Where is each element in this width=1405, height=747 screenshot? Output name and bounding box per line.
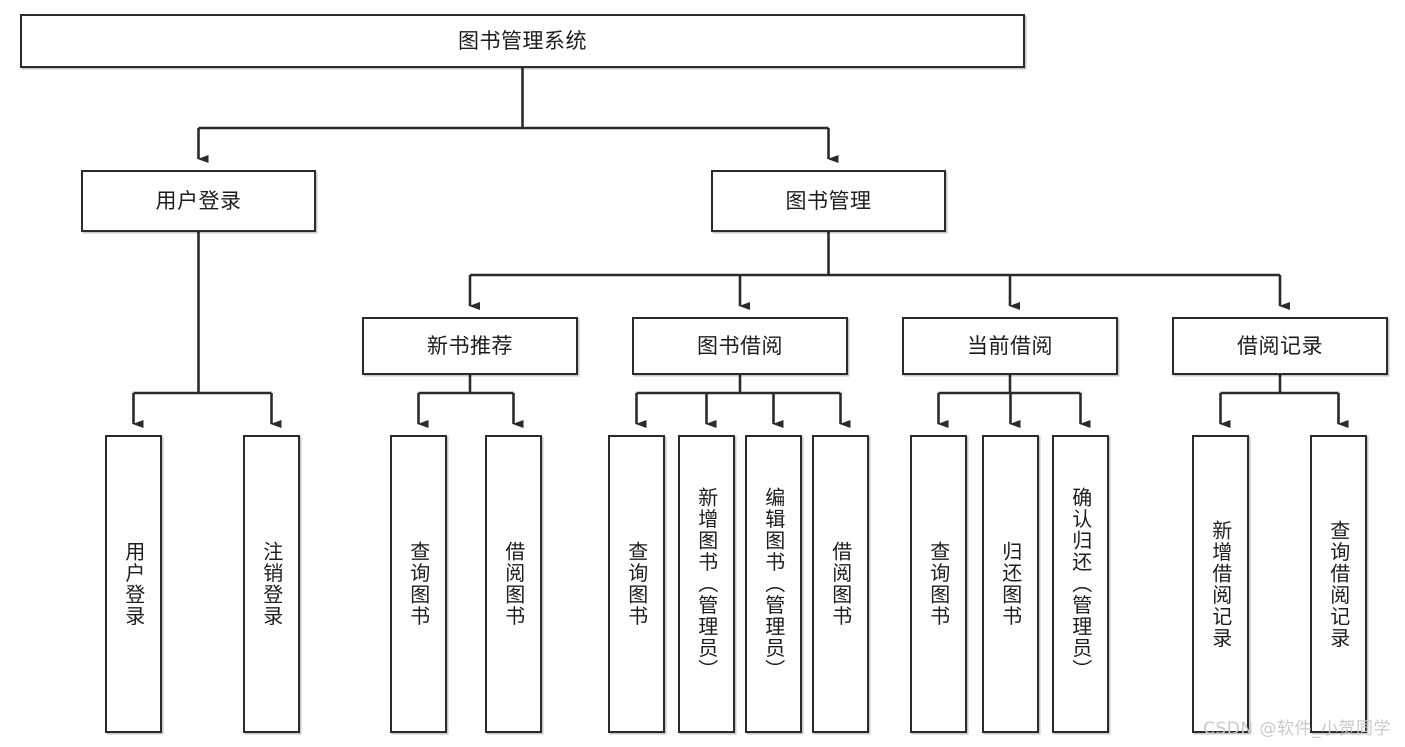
node-label-leaf-query-book-3: 查询图书 xyxy=(926,541,951,627)
node-leaf-query-book-1[interactable]: 查询图书 xyxy=(390,435,447,733)
node-new-book-rec[interactable]: 新书推荐 xyxy=(362,317,578,375)
node-label-leaf-return-book: 归还图书 xyxy=(998,541,1023,627)
node-label-book-borrow: 图书借阅 xyxy=(697,333,783,358)
node-book-borrow[interactable]: 图书借阅 xyxy=(632,317,848,375)
node-label-leaf-borrow-book-1: 借阅图书 xyxy=(501,541,526,627)
node-label-leaf-query-book-2: 查询图书 xyxy=(624,541,649,627)
node-label-root: 图书管理系统 xyxy=(458,28,587,53)
node-leaf-user-login[interactable]: 用户登录 xyxy=(105,435,162,733)
node-book-manage[interactable]: 图书管理 xyxy=(711,170,946,232)
node-leaf-edit-book[interactable]: 编辑图书（管理员） xyxy=(745,435,802,733)
node-label-leaf-query-record: 查询借阅记录 xyxy=(1326,519,1351,649)
node-label-leaf-add-book: 新增图书（管理员） xyxy=(694,487,719,681)
node-label-leaf-borrow-book-2: 借阅图书 xyxy=(828,541,853,627)
node-borrow-record[interactable]: 借阅记录 xyxy=(1172,317,1388,375)
node-label-leaf-query-book-1: 查询图书 xyxy=(406,541,431,627)
node-leaf-query-book-2[interactable]: 查询图书 xyxy=(608,435,665,733)
node-leaf-borrow-book-1[interactable]: 借阅图书 xyxy=(485,435,542,733)
node-label-leaf-logout: 注销登录 xyxy=(259,541,284,627)
node-leaf-borrow-book-2[interactable]: 借阅图书 xyxy=(812,435,869,733)
node-label-leaf-user-login: 用户登录 xyxy=(121,541,146,627)
node-label-leaf-edit-book: 编辑图书（管理员） xyxy=(761,487,786,681)
node-leaf-logout[interactable]: 注销登录 xyxy=(243,435,300,733)
node-current-borrow[interactable]: 当前借阅 xyxy=(902,317,1118,375)
node-label-book-manage: 图书管理 xyxy=(785,188,872,213)
node-leaf-confirm-return[interactable]: 确认归还（管理员） xyxy=(1052,435,1109,733)
node-leaf-add-record[interactable]: 新增借阅记录 xyxy=(1192,435,1249,733)
node-label-current-borrow: 当前借阅 xyxy=(967,333,1053,358)
node-leaf-add-book[interactable]: 新增图书（管理员） xyxy=(678,435,735,733)
node-label-leaf-add-record: 新增借阅记录 xyxy=(1208,519,1233,649)
node-leaf-query-record[interactable]: 查询借阅记录 xyxy=(1310,435,1367,733)
node-root[interactable]: 图书管理系统 xyxy=(20,14,1025,68)
node-label-leaf-confirm-return: 确认归还（管理员） xyxy=(1068,487,1093,681)
node-user-login[interactable]: 用户登录 xyxy=(81,170,316,232)
node-label-user-login: 用户登录 xyxy=(155,188,242,213)
watermark-text: CSDN @软件_小贺同学 xyxy=(1203,719,1391,739)
node-leaf-query-book-3[interactable]: 查询图书 xyxy=(910,435,967,733)
node-leaf-return-book[interactable]: 归还图书 xyxy=(982,435,1039,733)
node-label-new-book-rec: 新书推荐 xyxy=(427,333,513,358)
node-label-borrow-record: 借阅记录 xyxy=(1237,333,1323,358)
